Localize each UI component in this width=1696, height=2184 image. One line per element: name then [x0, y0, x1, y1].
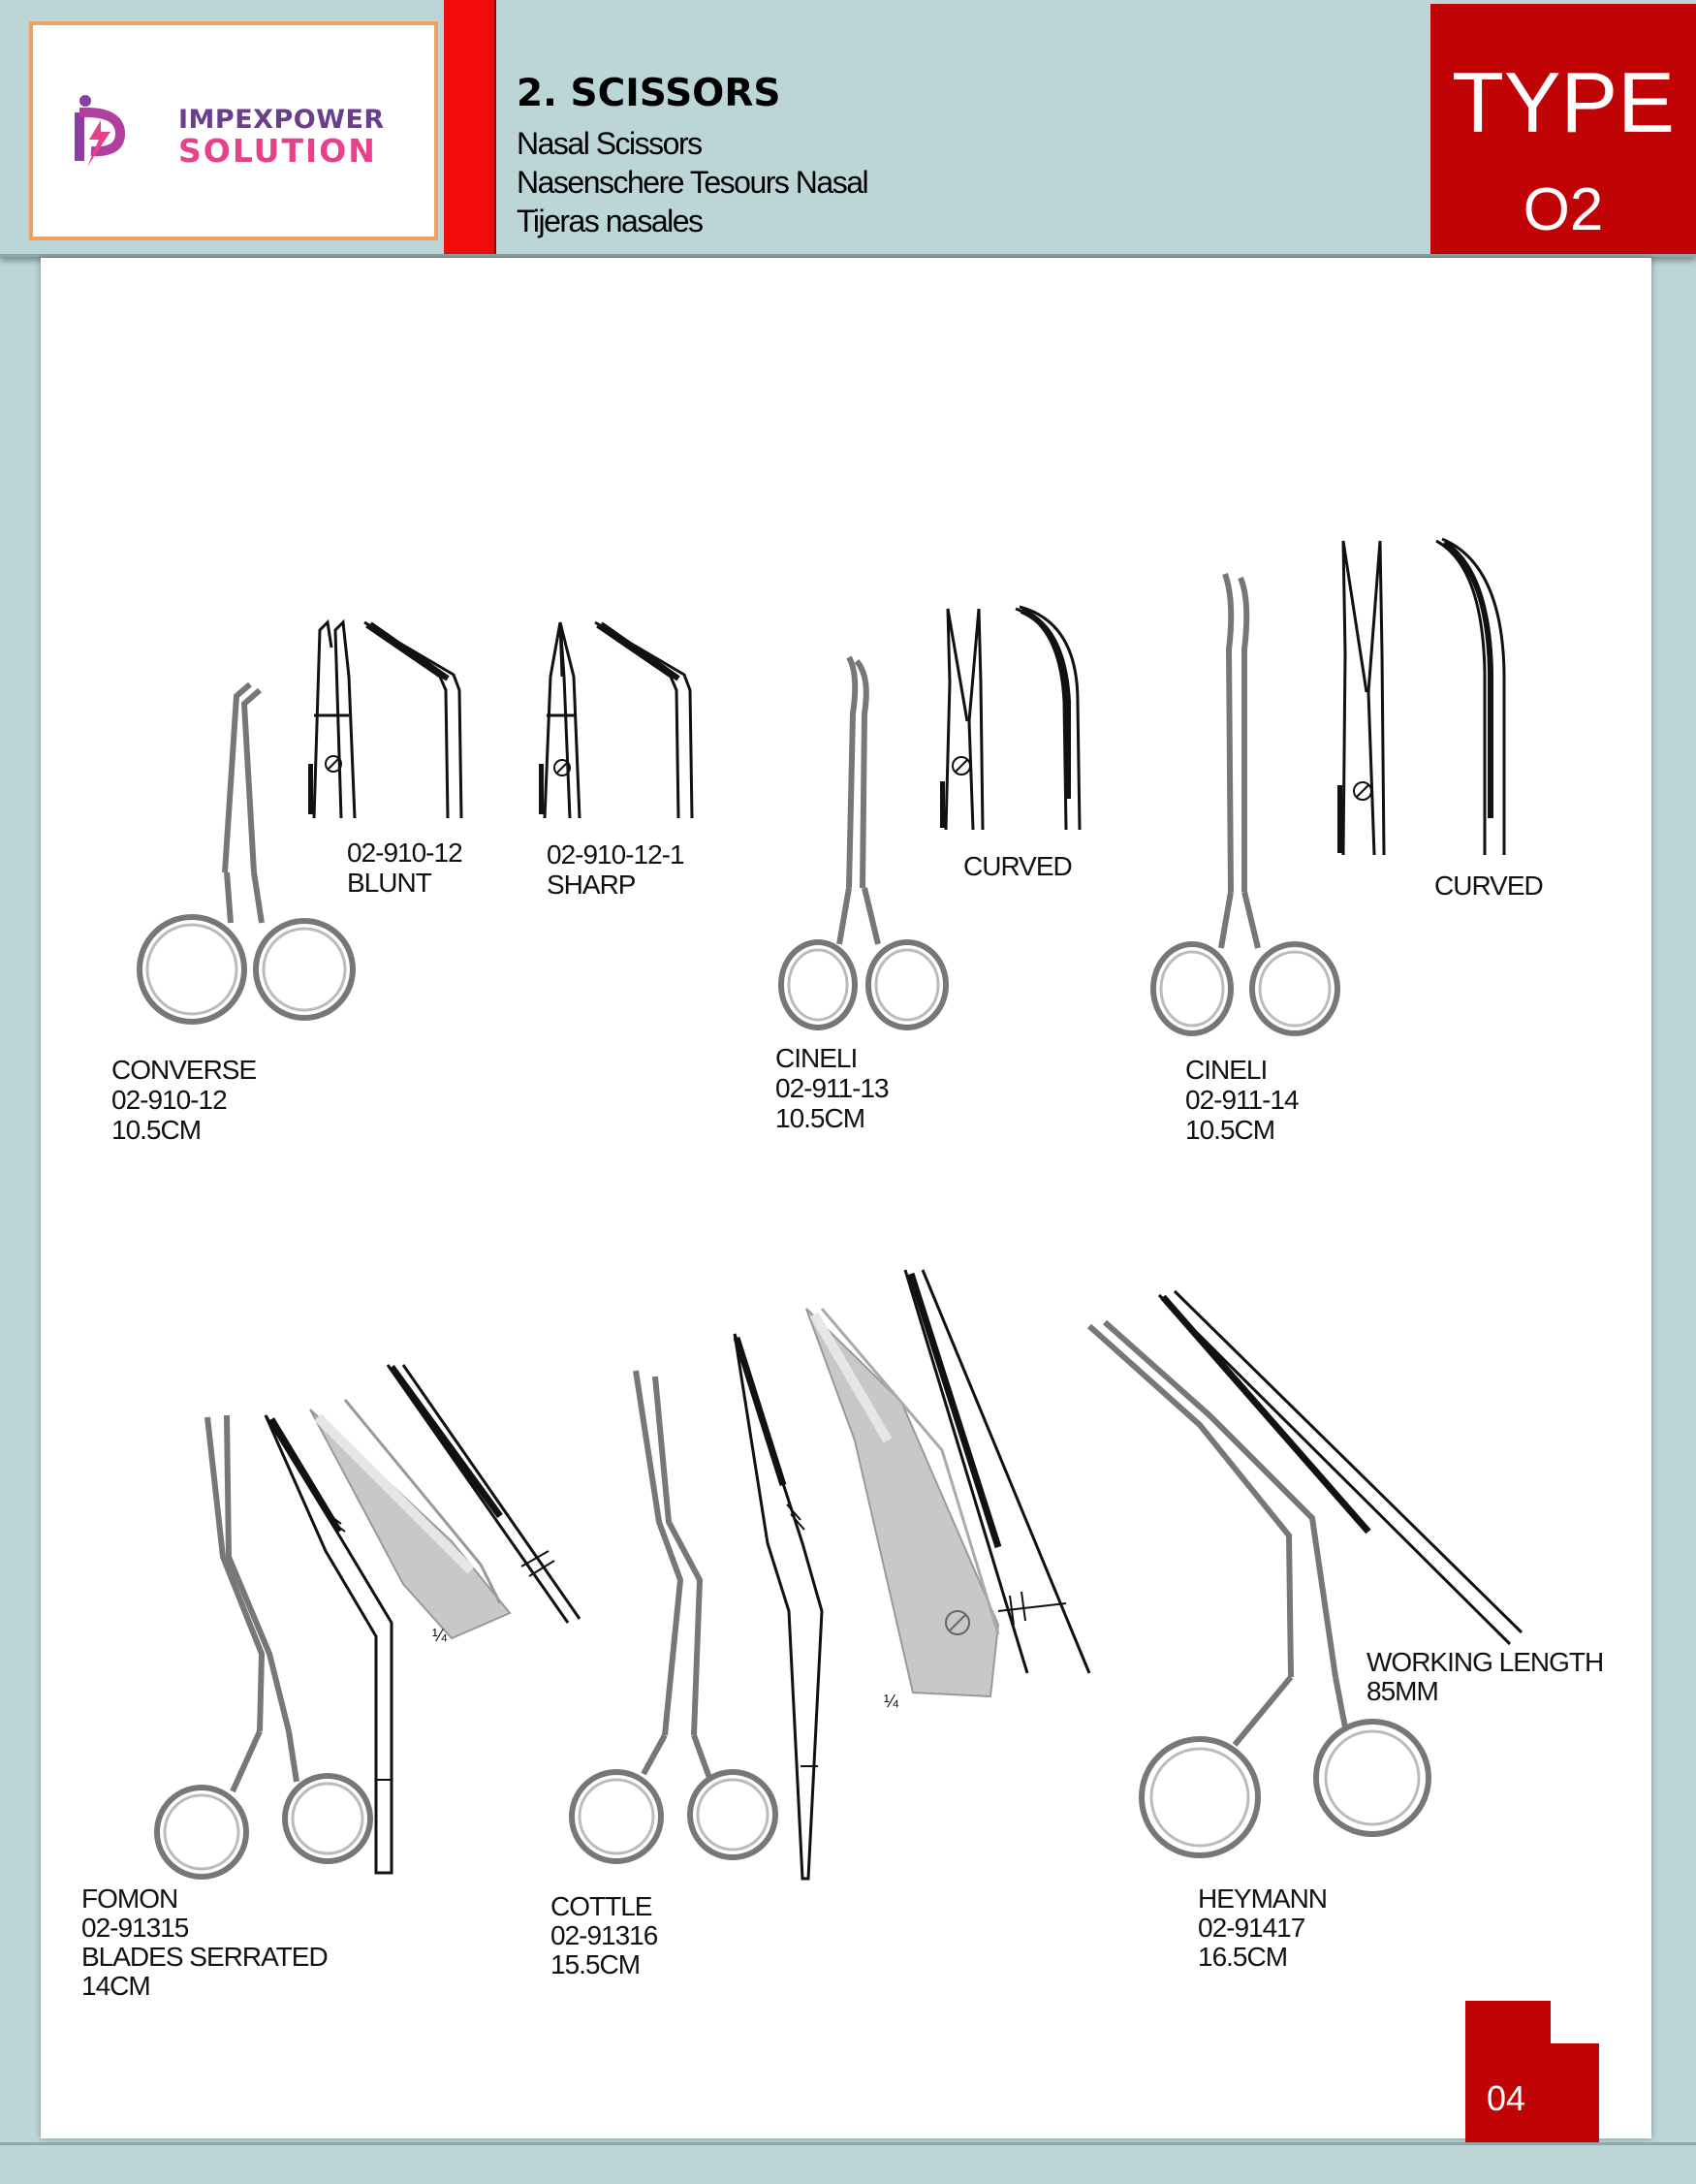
- curved-label-2: CURVED: [1434, 870, 1544, 901]
- cineli-13-side-drawing: [1012, 605, 1089, 839]
- subtitle-german-french: Nasenschere Tesours Nasal: [517, 165, 869, 200]
- blunt-type: BLUNT: [347, 868, 432, 898]
- sharp-detail-drawing: [531, 618, 609, 827]
- curved-label-1: CURVED: [963, 851, 1073, 881]
- cottle-label: COTTLE 02-91316 15.5CM: [550, 1891, 658, 1979]
- cineli-14-name: CINELI: [1185, 1055, 1268, 1085]
- fomon-tip-drawing: [384, 1361, 587, 1647]
- brand-logo-icon: [75, 95, 126, 167]
- cottle-scale-label: ¼: [884, 1692, 898, 1711]
- working-length-title: WORKING LENGTH: [1366, 1647, 1604, 1677]
- heymann-label: HEYMANN 02-91417 16.5CM: [1198, 1883, 1328, 1972]
- cineli-14-code: 02-911-14: [1185, 1085, 1300, 1115]
- subtitle-english: Nasal Scissors: [517, 126, 703, 161]
- fomon-blades: BLADES SERRATED: [81, 1942, 329, 1972]
- cottle-size: 15.5CM: [550, 1949, 641, 1979]
- blunt-label: 02-910-12 BLUNT: [347, 838, 463, 898]
- fomon-label: FOMON 02-91315 BLADES SERRATED 14CM: [81, 1883, 329, 2001]
- brand-logo: IMPEXPOWER SOLUTION: [29, 21, 438, 240]
- converse-name: CONVERSE: [111, 1055, 257, 1085]
- heymann-scissors-image: [1084, 1318, 1452, 1885]
- fomon-side-drawing: [262, 1411, 417, 1882]
- converse-size: 10.5CM: [111, 1115, 202, 1145]
- heymann-name: HEYMANN: [1198, 1883, 1328, 1914]
- bottom-bar: [0, 2142, 1696, 2184]
- cineli-13-detail-drawing: [932, 605, 1006, 839]
- blunt-side-drawing: [361, 618, 477, 827]
- cottle-side-drawing: [729, 1330, 864, 1887]
- converse-code: 02-910-12: [111, 1085, 228, 1115]
- cineli-13-code: 02-911-13: [775, 1073, 890, 1103]
- cineli-13-name: CINELI: [775, 1043, 858, 1073]
- type-number: O2: [1523, 176, 1604, 243]
- fomon-size: 14CM: [81, 1971, 151, 2001]
- sharp-type: SHARP: [547, 870, 636, 900]
- sharp-label: 02-910-12-1 SHARP: [547, 839, 685, 900]
- fomon-name: FOMON: [81, 1883, 178, 1914]
- converse-scissors-image: [134, 679, 357, 1042]
- blunt-code: 02-910-12: [347, 838, 463, 868]
- working-length-value: 85MM: [1366, 1676, 1439, 1706]
- sharp-side-drawing: [591, 618, 707, 827]
- cineli-14-scissors-image: [1147, 572, 1351, 1052]
- cineli-13-scissors-image: [775, 655, 959, 1038]
- heymann-code: 02-91417: [1198, 1913, 1305, 1943]
- brand-name-line1: IMPEXPOWER: [178, 105, 385, 135]
- catalog-page: [41, 258, 1651, 2138]
- type-badge: TYPE O2: [1430, 4, 1696, 254]
- converse-label: CONVERSE 02-910-12 10.5CM: [111, 1055, 257, 1145]
- brand-name-line2: SOLUTION: [178, 132, 377, 170]
- fomon-blade-closeup: [306, 1390, 519, 1647]
- page-badge: [1465, 2043, 1599, 2142]
- sharp-code: 02-910-12-1: [547, 839, 685, 870]
- fomon-scale-label: ¼: [432, 1626, 447, 1645]
- type-label: TYPE: [1452, 54, 1675, 150]
- cottle-name: COTTLE: [550, 1891, 652, 1921]
- cineli-14-side-drawing: [1432, 537, 1520, 864]
- section-title: 2. SCISSORS: [517, 72, 781, 115]
- working-length-label: WORKING LENGTH 85MM: [1366, 1647, 1604, 1706]
- page-number: 04: [1487, 2078, 1526, 2118]
- cineli-14-label: CINELI 02-911-14 10.5CM: [1185, 1055, 1300, 1145]
- cottle-tip-drawing: [901, 1266, 1095, 1684]
- fomon-scissors-image: [143, 1411, 386, 1891]
- blunt-detail-drawing: [300, 618, 378, 827]
- cineli-13-size: 10.5CM: [775, 1103, 865, 1133]
- cineli-13-label: CINELI 02-911-13 10.5CM: [775, 1043, 890, 1133]
- cineli-14-detail-drawing: [1330, 537, 1407, 864]
- red-stripe: [444, 0, 496, 254]
- subtitle-spanish: Tijeras nasales: [517, 204, 704, 238]
- cottle-scissors-image: [568, 1367, 781, 1885]
- heymann-size: 16.5CM: [1198, 1942, 1288, 1972]
- cottle-code: 02-91316: [550, 1920, 658, 1950]
- cineli-14-size: 10.5CM: [1185, 1115, 1275, 1145]
- cottle-blade-closeup: [797, 1305, 1010, 1707]
- fomon-code: 02-91315: [81, 1913, 189, 1943]
- heymann-side-drawing: [1155, 1289, 1523, 1653]
